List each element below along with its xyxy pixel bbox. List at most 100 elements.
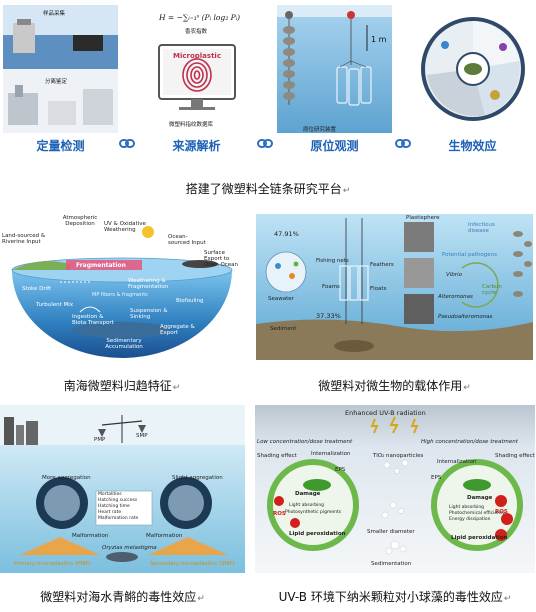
middle-left-caption: 南海微塑料归趋特征↵: [63, 379, 181, 393]
photochemical-efficiency-label: Photochemical efficiency: [449, 511, 506, 516]
source-analysis-image: [139, 5, 254, 133]
aggregate-label: Aggregate & Export: [160, 324, 195, 336]
screen-title: Microplastic: [173, 52, 221, 60]
device-label: 原位研究装置: [303, 127, 337, 133]
uvb-label: Enhanced UV-B radiation: [345, 409, 426, 417]
fate-diagram-graphic: MP fibers & fragments: [0, 212, 244, 360]
carrier-diagram: 47.91% Seawater 37.33% Sediment Fishing …: [256, 214, 533, 360]
high-dose-label: High concentration/dose treatment: [421, 439, 518, 445]
ros-label-left: ROS: [273, 511, 286, 517]
sediment-percent: 37.33%: [316, 312, 341, 320]
surface-export-label: Surface Export to Open Ocean: [204, 250, 239, 268]
insitu-observation-image: [277, 5, 392, 133]
panel-label: 原位观测: [277, 133, 392, 160]
medaka-toxicity-diagram: More aggregation Slight aggregation PMP …: [0, 405, 245, 573]
smp-label: SMP: [136, 433, 148, 439]
internalization-label-left: Internalization: [311, 451, 351, 457]
smaller-diameter-label: Smaller diameter: [367, 529, 415, 535]
vibrio-label: Vibrio: [446, 272, 462, 278]
bottom-left-caption: 微塑料对海水青鳉的毒性效应↵: [40, 590, 205, 604]
lipid-label-right: Lipid peroxidation: [451, 535, 508, 541]
top-panel-quantitative: 样品采集 分离鉴定 定量检测: [3, 5, 118, 160]
svg-text:MP fibers & fragments: MP fibers & fragments: [92, 292, 148, 298]
low-dose-label: Low concentration/dose treatment: [257, 439, 353, 445]
pmp-label: PMP: [94, 437, 106, 443]
fishing-nets-label: Fishing nets: [316, 258, 349, 264]
shannon-index-label: 香农指数: [185, 29, 208, 35]
middle-right-caption-text: 微塑料对微生物的载体作用: [318, 379, 463, 393]
malformation-label-left: Malformation: [72, 533, 109, 539]
chlorella-diagram-graphic: [255, 405, 535, 573]
more-aggregation-label: More aggregation: [42, 475, 91, 481]
bottom-right-caption-text: UV-B 环境下纳米颗粒对小球藻的毒性效应: [278, 590, 503, 604]
middle-left-caption-text: 南海微塑料归趋特征: [63, 379, 172, 393]
bottom-right-caption: UV-B 环境下纳米颗粒对小球藻的毒性效应↵: [278, 590, 512, 604]
top-caption-text: 搭建了微塑料全链条研究平台: [185, 182, 342, 196]
shading-label-left: Shading effect: [257, 453, 297, 459]
foams-label: Foams: [322, 284, 340, 290]
top-panel-source: H = −∑ᵢ₌₁ˢ (Pᵢ log₂ Pᵢ) 香农指数 Microplasti…: [139, 5, 254, 160]
primary-mp-label: Primary microplastics (PMP): [14, 561, 91, 567]
middle-right-caption: 微塑料对微生物的载体作用↵: [318, 379, 471, 393]
chain-link-icon: [395, 138, 412, 150]
biological-effects-image: [415, 5, 530, 133]
shannon-formula: H = −∑ᵢ₌₁ˢ (Pᵢ log₂ Pᵢ): [159, 13, 241, 22]
photosynthetic-pigments-label: Photosynthetic pigments: [285, 510, 342, 515]
plastisphere-label: Plastisphere: [406, 215, 440, 221]
chain-link-icon: [119, 138, 136, 150]
uv-label: UV & Oxidative Weathering: [104, 221, 146, 233]
seawater-percent: 47.91%: [274, 230, 299, 238]
fate-diagram: MP fibers & fragments Atmospheric Deposi…: [0, 212, 244, 360]
quantitative-detection-image: [3, 5, 118, 133]
light-absorbing-label-left: Light absorbing: [289, 503, 325, 508]
biofouling-label: Biofouling: [176, 298, 204, 304]
eps-label-right: EPS: [431, 475, 442, 481]
chlorella-toxicity-diagram: Enhanced UV-B radiation Low concentratio…: [255, 405, 535, 573]
seawater-label: Seawater: [268, 296, 294, 302]
pathogens-label: Potential pathogens: [442, 252, 497, 258]
infectious-disease-label: Infectious disease: [468, 222, 495, 234]
ros-label-right: ROS: [495, 509, 508, 515]
internalization-label-right: Internalization: [437, 459, 477, 465]
feathers-label: Feathers: [370, 262, 394, 268]
hatching-time-label: Hatching time: [98, 504, 130, 509]
damage-label-left: Damage: [295, 491, 321, 497]
atmospheric-label: Atmospheric Deposition: [62, 215, 98, 227]
scale-label: 1 m: [371, 35, 387, 44]
database-label: 微塑料指纹数据库: [169, 122, 214, 128]
ocean-input-label: Ocean-sourced Input: [168, 234, 206, 246]
sedimentary-label: Sedimentary Accumulation: [105, 338, 143, 350]
top-panel-insitu: 1 m 原位研究装置 原位观测: [277, 5, 392, 160]
fragmentation-label: Fragmentation: [76, 262, 126, 269]
sedimentation-label: Sedimentation: [371, 561, 412, 567]
oryzias-label: Oryzias melastigma: [102, 545, 157, 551]
mortalities-label: Mortalities: [98, 492, 122, 497]
panel-label: 来源解析: [139, 133, 254, 160]
carbon-cycle-label: Carbon cycle: [482, 284, 502, 296]
chain-link-icon: [257, 138, 274, 150]
damage-label-right: Damage: [467, 495, 493, 501]
land-input-label: Land-sourced & Riverine Input: [2, 233, 46, 245]
separation-label: 分离鉴定: [45, 79, 68, 85]
sample-collection-label: 样品采集: [43, 11, 66, 17]
hatching-success-label: Hatching success: [98, 498, 138, 503]
lipid-label-left: Lipid peroxidation: [289, 531, 346, 537]
carrier-diagram-graphic: [256, 214, 533, 360]
panel-label: 生物效应: [415, 133, 530, 160]
alteromonas-label: Alteromonas: [438, 294, 473, 300]
turbulent-mix-label: Turbulent Mix: [36, 302, 74, 308]
suspension-label: Suspension & Sinking: [130, 308, 168, 320]
stoke-drift-label: Stoke Drift: [22, 286, 52, 292]
light-absorbing-label-right: Light absorbing: [449, 505, 485, 510]
floats-label: Floats: [370, 286, 387, 292]
top-caption: 搭建了微塑料全链条研究平台↵: [185, 182, 351, 196]
panel-label: 定量检测: [3, 133, 118, 160]
tio2-label: TiO₂ nanoparticles: [373, 453, 424, 459]
energy-dissipation-label: Energy dissipation: [449, 517, 491, 522]
pseudoalteromonas-label: Pseudoalteromonas: [438, 314, 493, 320]
slight-aggregation-label: Slight aggregation: [172, 475, 223, 481]
ingestion-label: Ingestion & Biota Transport: [72, 314, 114, 326]
malformation-label-right: Malformation: [146, 533, 183, 539]
top-panel-bio: 生物效应: [415, 5, 530, 160]
eps-label-left: EPS: [335, 467, 346, 473]
